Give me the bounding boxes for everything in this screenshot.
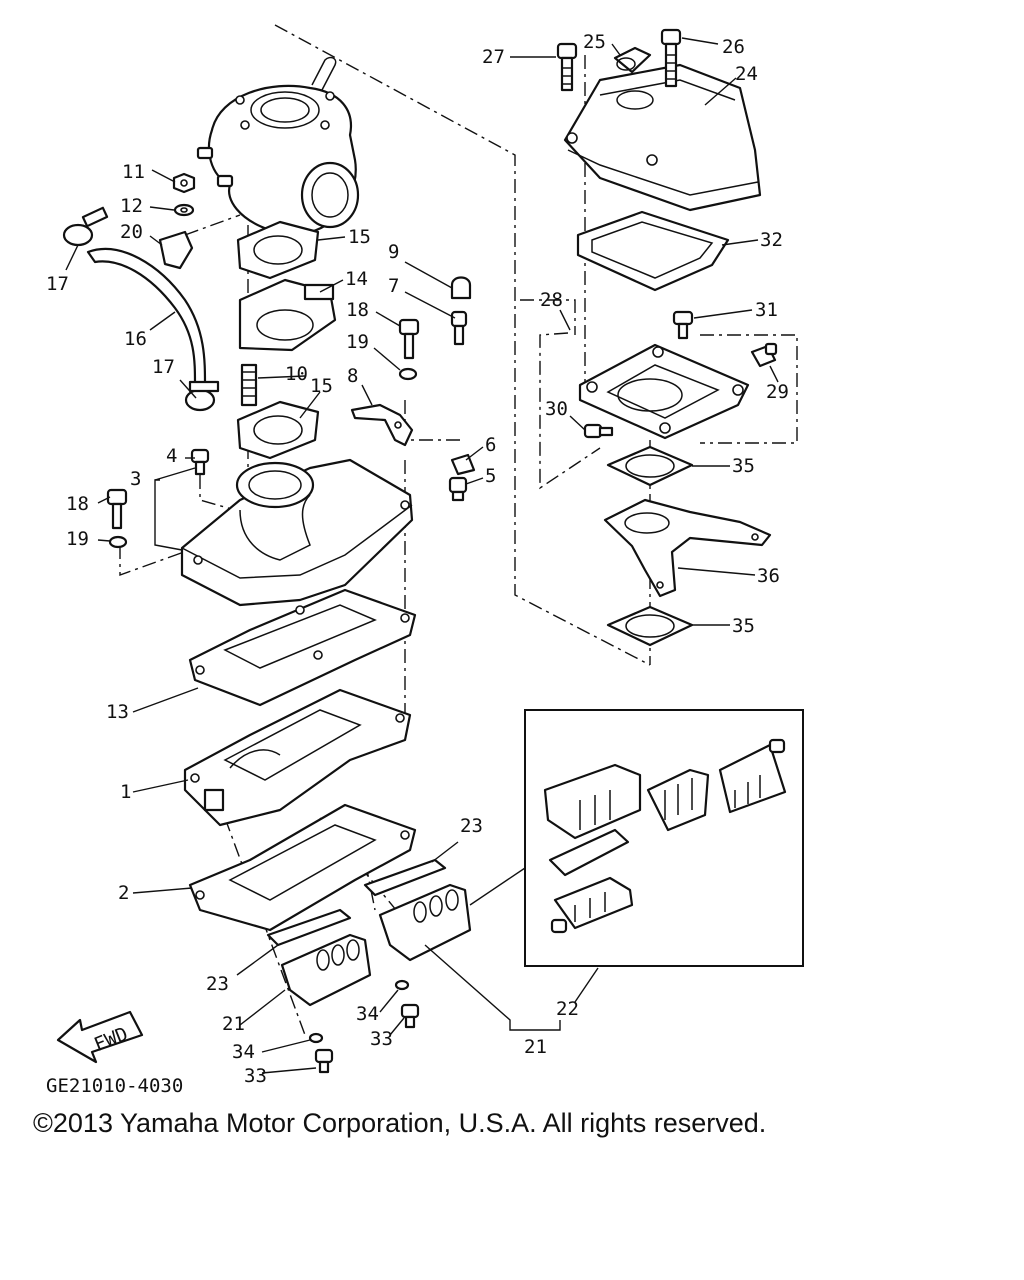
callout-16: 16 bbox=[124, 328, 147, 350]
callout-20: 20 bbox=[120, 221, 143, 243]
screw-33-left bbox=[314, 1048, 334, 1074]
part-group-28-box bbox=[539, 332, 601, 490]
bolt-18-left bbox=[106, 488, 128, 530]
callout-4: 4 bbox=[166, 445, 177, 467]
reed-gasket-23-left bbox=[266, 908, 352, 947]
callout-5: 5 bbox=[485, 465, 496, 487]
callout-25: 25 bbox=[583, 31, 606, 53]
plate-14 bbox=[238, 278, 337, 352]
callout-34-left: 34 bbox=[232, 1041, 255, 1063]
callout-10: 10 bbox=[285, 363, 308, 385]
callout-11: 11 bbox=[122, 161, 145, 183]
fitting-6 bbox=[450, 453, 476, 476]
plate-28 bbox=[578, 343, 750, 440]
callout-22: 22 bbox=[556, 998, 579, 1020]
washer-19-left bbox=[108, 535, 128, 549]
callout-14: 14 bbox=[345, 268, 368, 290]
callout-7: 7 bbox=[388, 275, 399, 297]
cap-25 bbox=[613, 46, 652, 74]
callout-17-lower: 17 bbox=[152, 356, 175, 378]
callout-9: 9 bbox=[388, 241, 399, 263]
callout-1: 1 bbox=[120, 781, 131, 803]
callout-35-lower: 35 bbox=[732, 615, 755, 637]
gasket-15-upper bbox=[236, 220, 320, 280]
stud-10 bbox=[240, 363, 258, 407]
callout-15-lower: 15 bbox=[310, 375, 333, 397]
gasket-15-lower bbox=[236, 400, 320, 460]
callouts: 11 12 20 17 16 17 15 14 9 7 18 19 10 15 … bbox=[46, 31, 789, 1087]
copyright-notice: ©2013 Yamaha Motor Corporation, U.S.A. A… bbox=[33, 1108, 767, 1138]
nut-11 bbox=[172, 172, 196, 194]
callout-19-left: 19 bbox=[66, 528, 89, 550]
callout-23-right: 23 bbox=[460, 815, 483, 837]
screw-33-right bbox=[400, 1003, 420, 1029]
reed-housing-1 bbox=[183, 688, 412, 827]
callout-29: 29 bbox=[766, 381, 789, 403]
diagram-code: GE21010-4030 bbox=[46, 1075, 183, 1097]
intake-housing bbox=[196, 56, 360, 234]
callout-2: 2 bbox=[118, 882, 129, 904]
cap-9 bbox=[450, 276, 472, 300]
bolt-26 bbox=[660, 28, 682, 88]
callout-18-right: 18 bbox=[346, 299, 369, 321]
washer-19-right bbox=[398, 367, 418, 381]
callout-35-upper: 35 bbox=[732, 455, 755, 477]
callout-17-upper: 17 bbox=[46, 273, 69, 295]
fitting-5 bbox=[448, 476, 468, 502]
bolt-30 bbox=[583, 423, 614, 439]
callout-18-left: 18 bbox=[66, 493, 89, 515]
leader-lines bbox=[65, 37, 779, 1074]
forward-arrow-icon: FWD bbox=[56, 1010, 144, 1064]
clamp-17-upper bbox=[62, 206, 109, 247]
cover-24 bbox=[563, 63, 762, 212]
gasket-32 bbox=[576, 210, 730, 292]
bolt-4 bbox=[190, 448, 210, 476]
callout-6: 6 bbox=[485, 434, 496, 456]
gasket-2 bbox=[188, 803, 417, 932]
reed-valve-detail-inset bbox=[524, 709, 804, 967]
callout-12: 12 bbox=[120, 195, 143, 217]
bolt-31 bbox=[672, 310, 694, 340]
bolt-18-right bbox=[398, 318, 420, 360]
fitting-7 bbox=[450, 310, 468, 346]
callout-15-upper: 15 bbox=[348, 226, 371, 248]
callout-13: 13 bbox=[106, 701, 129, 723]
bracket-8 bbox=[350, 403, 414, 447]
callout-28: 28 bbox=[540, 289, 563, 311]
callout-26: 26 bbox=[722, 36, 745, 58]
callout-8: 8 bbox=[347, 365, 358, 387]
callout-30: 30 bbox=[545, 398, 568, 420]
gasket-13 bbox=[188, 588, 417, 707]
callout-33-left: 33 bbox=[244, 1065, 267, 1087]
washer-34-left bbox=[308, 1032, 324, 1044]
callout-34-right: 34 bbox=[356, 1003, 379, 1025]
reed-valve-21-right bbox=[378, 883, 472, 962]
bracket-20 bbox=[158, 230, 194, 270]
gasket-35-lower bbox=[606, 605, 694, 647]
callout-21-left: 21 bbox=[222, 1013, 245, 1035]
reed-valve-21-left bbox=[280, 933, 372, 1007]
callout-27: 27 bbox=[482, 46, 505, 68]
washer-34-right bbox=[394, 979, 410, 991]
callout-31: 31 bbox=[755, 299, 778, 321]
gasket-35-upper bbox=[606, 445, 694, 487]
fitting-29 bbox=[750, 342, 778, 368]
clamp-17-lower bbox=[184, 380, 220, 412]
callout-24: 24 bbox=[735, 63, 758, 85]
intake-body-3 bbox=[180, 458, 414, 607]
reed-gasket-23-right bbox=[363, 858, 447, 897]
callout-32: 32 bbox=[760, 229, 783, 251]
callout-36: 36 bbox=[757, 565, 780, 587]
callout-21-right: 21 bbox=[524, 1036, 547, 1058]
callout-23-left: 23 bbox=[206, 973, 229, 995]
bolt-27 bbox=[556, 42, 578, 92]
spacer-36 bbox=[603, 498, 772, 598]
callout-33-right: 33 bbox=[370, 1028, 393, 1050]
callout-19-right: 19 bbox=[346, 331, 369, 353]
hose-16 bbox=[86, 247, 207, 387]
washer-12 bbox=[173, 203, 195, 217]
callout-3: 3 bbox=[130, 468, 141, 490]
